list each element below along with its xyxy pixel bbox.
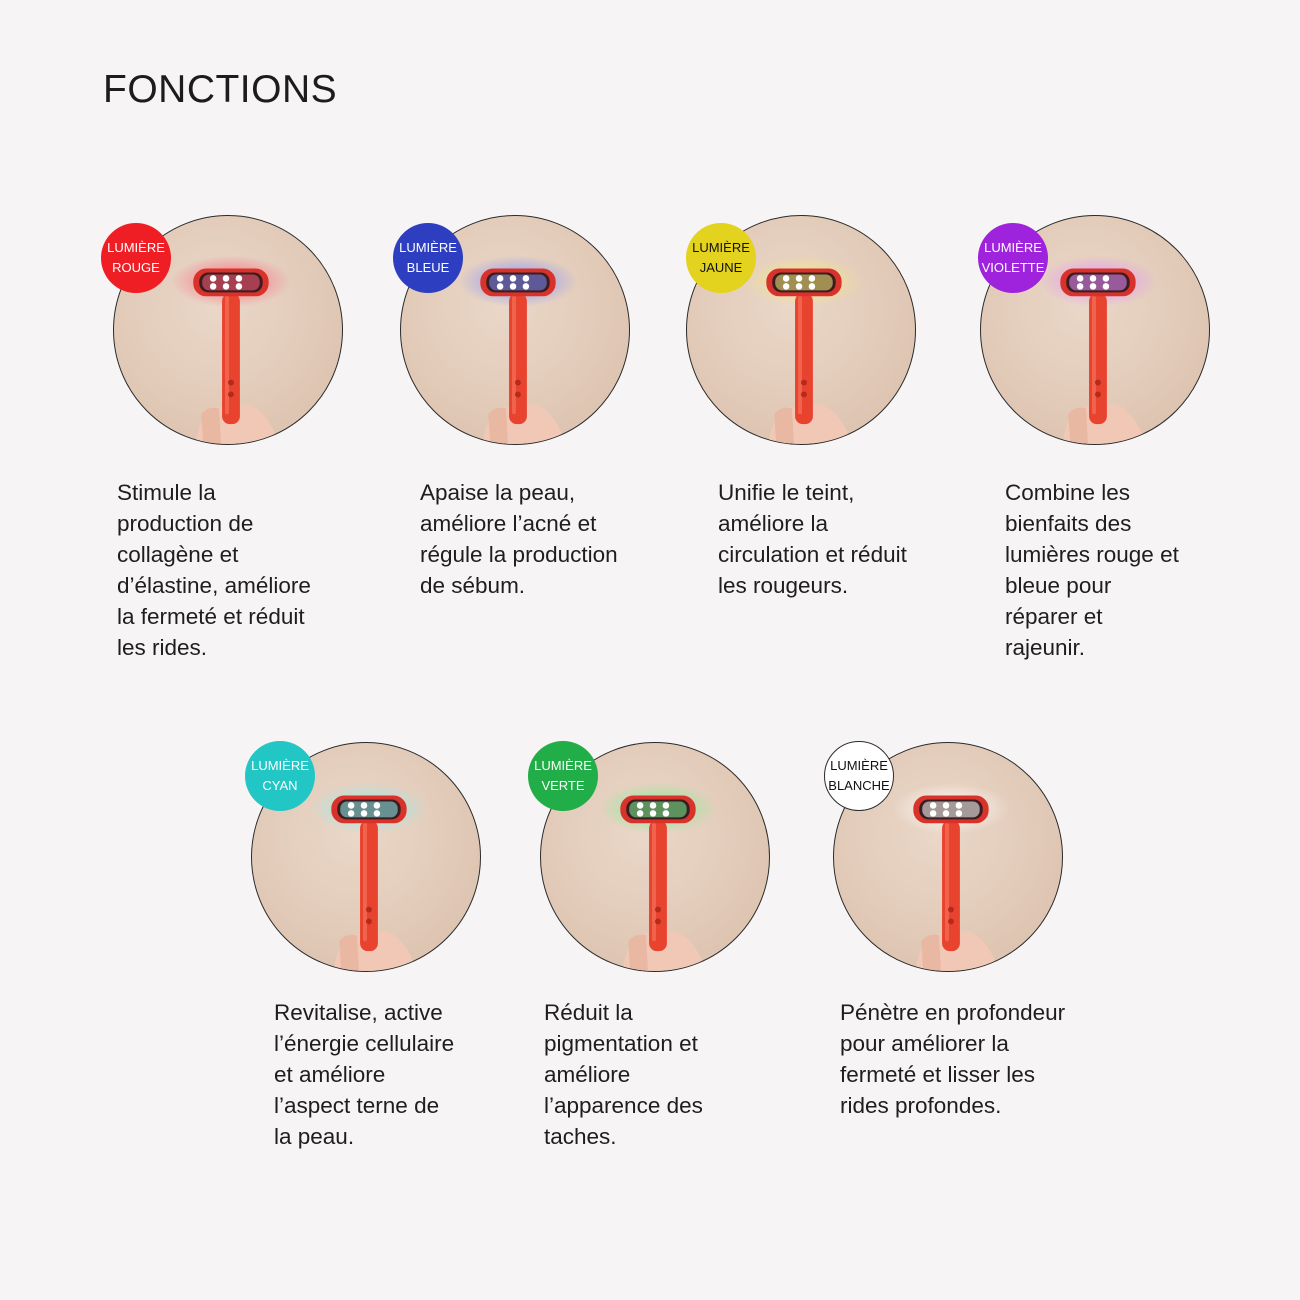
badge-label-line1: LUMIÈRE (692, 240, 750, 255)
badge-yellow-light: LUMIÈRE JAUNE (686, 223, 756, 293)
device-photo-cyan-light (251, 742, 481, 972)
badge-label-line1: LUMIÈRE (830, 758, 888, 773)
badge-label-line1: LUMIÈRE (107, 240, 165, 255)
led-wand-illustration (1038, 255, 1158, 444)
badge-label-line2: BLANCHE (828, 778, 890, 793)
description-green-light: Réduit la pigmentation et améliore l’app… (544, 1000, 703, 1149)
badge-label-line2: BLEUE (406, 260, 450, 275)
badge-white-light: LUMIÈRE BLANCHE (824, 741, 894, 811)
led-wand-illustration (309, 782, 429, 971)
badge-label-line1: LUMIÈRE (534, 758, 592, 773)
badge-violet-light: LUMIÈRE VIOLETTE (978, 223, 1048, 293)
badge-label-line2: VERTE (541, 778, 585, 793)
badge-label-line2: JAUNE (699, 260, 743, 275)
device-photo-red-light (113, 215, 343, 445)
description-white-light: Pénètre en profondeur pour améliorer la … (840, 1000, 1066, 1118)
description-cyan-light: Revitalise, active l’énergie cellulaire … (274, 1000, 455, 1149)
description-violet-light: Combine les bienfaits des lumières rouge… (1005, 480, 1179, 660)
badge-red-light: LUMIÈRE ROUGE (101, 223, 171, 293)
device-photo-yellow-light (686, 215, 916, 445)
led-wand-illustration (171, 255, 291, 444)
badge-label-line2: VIOLETTE (981, 260, 1045, 275)
badge-blue-light: LUMIÈRE BLEUE (393, 223, 463, 293)
page-title: FONCTIONS (103, 68, 338, 111)
led-wand-illustration (891, 782, 1011, 971)
badge-label-line1: LUMIÈRE (399, 240, 457, 255)
badge-green-light: LUMIÈRE VERTE (528, 741, 598, 811)
badge-label-line2: ROUGE (112, 260, 160, 275)
badge-cyan-light: LUMIÈRE CYAN (245, 741, 315, 811)
badge-label-line2: CYAN (262, 778, 298, 793)
device-photo-green-light (540, 742, 770, 972)
description-red-light: Stimule la production de collagène et d’… (117, 480, 311, 660)
badge-label-line1: LUMIÈRE (984, 240, 1042, 255)
led-wand-illustration (458, 255, 578, 444)
led-wand-illustration (744, 255, 864, 444)
badge-label-line1: LUMIÈRE (251, 758, 309, 773)
led-wand-illustration (598, 782, 718, 971)
description-blue-light: Apaise la peau, améliore l’acné et régul… (420, 480, 618, 598)
description-yellow-light: Unifie le teint, améliore la circulation… (718, 480, 907, 598)
